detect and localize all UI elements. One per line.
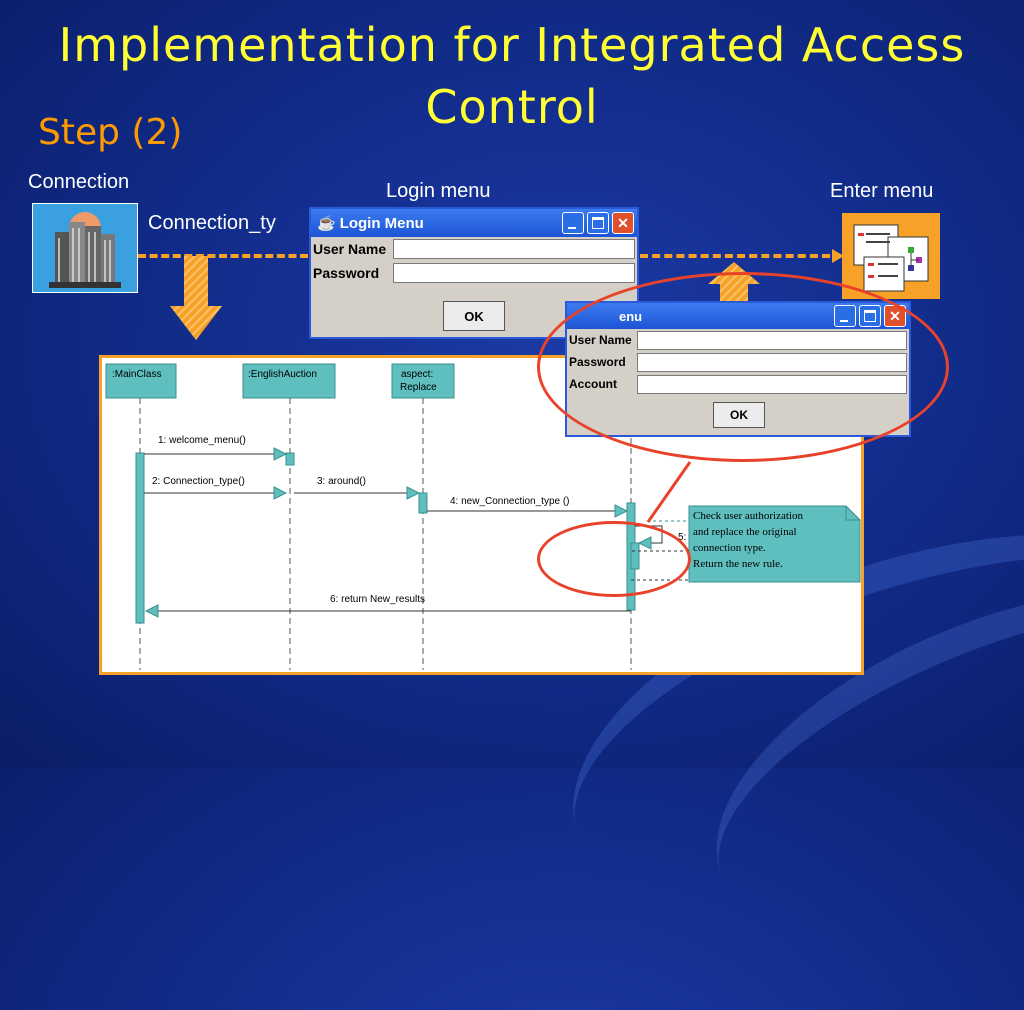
- connection-type-label: Connection_ty: [148, 212, 276, 234]
- ok-button[interactable]: OK: [443, 301, 505, 331]
- lifeline-label: :MainClass: [112, 369, 161, 380]
- user-name-input[interactable]: [393, 239, 635, 259]
- activation-bar: [285, 452, 295, 466]
- lifeline-label: Replace: [400, 382, 437, 393]
- arrowhead-icon: [832, 249, 844, 263]
- close-icon: ✕: [617, 215, 629, 231]
- message-label: 2: Connection_type(): [152, 476, 245, 487]
- password-label: Password: [313, 265, 380, 281]
- lifeline-label: :EnglishAuction: [248, 369, 317, 380]
- note-line: and replace the original: [693, 526, 797, 538]
- highlight-ellipse-enter-window: [537, 272, 949, 462]
- user-name-row: User Name: [311, 237, 637, 261]
- maximize-icon: [592, 217, 604, 229]
- connection-label: Connection: [28, 171, 130, 193]
- document-tree-icon: [842, 213, 940, 299]
- note-box: [688, 505, 861, 583]
- password-input[interactable]: [393, 263, 635, 283]
- activation-bar: [135, 452, 145, 624]
- close-button[interactable]: ✕: [612, 212, 634, 234]
- minimize-icon: [568, 227, 576, 229]
- maximize-button[interactable]: [587, 212, 609, 234]
- java-cup-icon: ☕: [317, 215, 336, 232]
- login-window: ☕ Login Menu ✕ User Name Password OK: [309, 207, 639, 339]
- login-window-titlebar[interactable]: ☕ Login Menu ✕: [311, 209, 637, 237]
- enter-menu-label: Enter menu: [830, 180, 934, 202]
- lifeline-label: aspect:: [401, 369, 433, 380]
- lifeline-mainclass: [105, 363, 177, 399]
- activation-bar: [418, 492, 428, 514]
- server-building-icon: [32, 203, 138, 293]
- message-label: 3: around(): [317, 476, 366, 487]
- note-line: Return the new rule.: [693, 558, 783, 570]
- connection-dashed-arrow-left: [138, 254, 308, 258]
- highlight-ellipse-replace: [537, 521, 691, 597]
- slide-title: Implementation for Integrated Access Con…: [58, 18, 966, 134]
- lifeline-aspect-replace: [391, 363, 455, 399]
- message-label: 1: welcome_menu(): [158, 435, 246, 446]
- user-name-label: User Name: [313, 241, 387, 257]
- message-label: 4: new_Connection_type (): [450, 496, 570, 507]
- step-label: Step (2): [38, 112, 183, 153]
- note-line: Check user authorization: [693, 510, 803, 522]
- lifeline-englishauction: [242, 363, 336, 399]
- connection-dashed-arrow-right: [640, 254, 830, 258]
- note-line: connection type.: [693, 542, 766, 554]
- message-label: 6: return New_results: [330, 594, 425, 605]
- login-menu-label: Login menu: [386, 180, 491, 202]
- password-row: Password: [311, 261, 637, 285]
- message-label: 5:: [678, 532, 686, 543]
- minimize-button[interactable]: [562, 212, 584, 234]
- login-window-title: Login Menu: [339, 214, 424, 232]
- down-arrow-icon: [168, 256, 224, 346]
